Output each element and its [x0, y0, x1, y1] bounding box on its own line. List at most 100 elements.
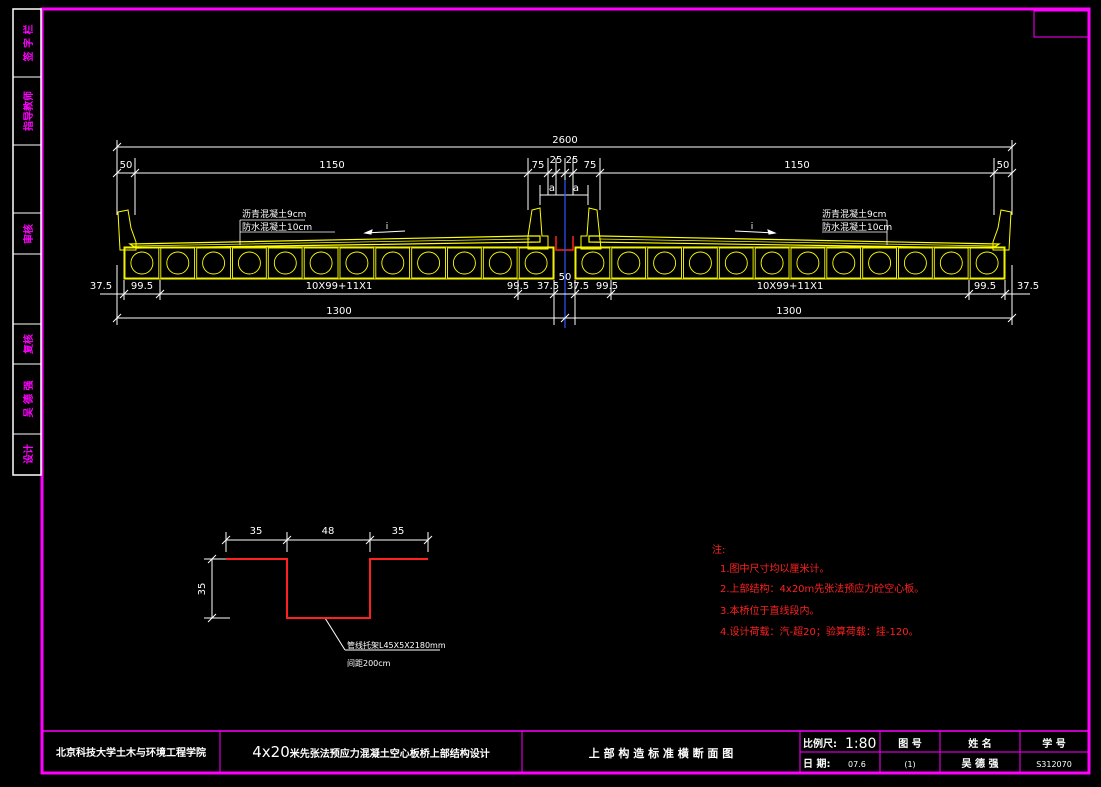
slope-left-label: i — [386, 222, 389, 232]
slab-void — [868, 251, 892, 275]
side-cell-1: 签 字 栏 — [22, 25, 35, 63]
dim-b-l4: 99.5 — [507, 281, 529, 292]
tb-project-suffix: 米先张法预应力混凝土空心板桥上部结构设计 — [290, 747, 490, 760]
dim-b-r2: 99.5 — [596, 281, 618, 292]
dim-b-r4: 99.5 — [974, 281, 996, 292]
slab-void — [452, 251, 476, 275]
right-railing — [992, 209, 1012, 251]
note-4: 4.设计荷载：汽-超20；验算荷载：挂-120。 — [720, 625, 919, 638]
top-dimension-text: 2600 50 1150 75 25 25 75 1150 50 a a — [120, 135, 1010, 194]
bridge-cross-section: i i 沥青混凝土9cm 防水混凝土10cm 沥青混凝土9cm 防水混凝土10c… — [117, 180, 1012, 328]
note-1: 1.图中尺寸均以厘米计。 — [720, 562, 830, 575]
tb-drawingno-value: (1) — [904, 760, 915, 769]
tb-studentno-label: 学 号 — [1042, 737, 1065, 750]
slab-box — [303, 247, 339, 279]
dim-a-left: a — [549, 183, 555, 194]
slab-void — [345, 251, 369, 275]
side-cell-4: 复核 — [22, 334, 35, 355]
tb-date-value: 07.6 — [848, 760, 866, 769]
outer-frame — [40, 7, 1091, 775]
top-dimensions — [112, 140, 1017, 215]
slab-box — [933, 247, 969, 279]
tb-name-label: 姓 名 — [967, 737, 991, 750]
slab-void — [796, 251, 820, 275]
notes-title: 注: — [712, 543, 725, 556]
slab-void — [760, 251, 784, 275]
slab-box — [267, 247, 303, 279]
median-kerb-left — [527, 207, 549, 250]
median-kerb-right — [580, 207, 602, 250]
tb-name-value: 吴 德 强 — [962, 757, 999, 770]
tb-school: 北京科技大学土木与环境工程学院 — [56, 746, 206, 759]
slab-void — [975, 251, 999, 275]
slope-marker-left: i — [363, 222, 406, 235]
pipe-bracket-detail: 35 48 35 35 管线托架L45X5X2180mm 间距200cm — [197, 526, 446, 668]
tb-project: 4x20米先张法预应力混凝土空心板桥上部结构设计 — [252, 743, 490, 761]
dim-b-l5: 37.5 — [537, 281, 559, 292]
side-cell-5: 吴 德 强 — [22, 381, 35, 418]
note-2: 2.上部结构：4x20m先张法预应力砼空心板。 — [720, 582, 924, 595]
slab-void — [381, 251, 405, 275]
tb-drawingno-label: 图 号 — [898, 738, 921, 750]
dim-seg-6: 75 — [584, 160, 597, 171]
slab-void — [237, 251, 261, 275]
slab-void — [903, 251, 927, 275]
slab-box — [518, 247, 554, 279]
side-signature-panel: 签 字 栏 指导教师 审核 复核 吴 德 强 设计 — [12, 8, 42, 476]
detail-callout-2: 间距200cm — [347, 659, 391, 668]
note-3: 3.本桥位于直线段内。 — [720, 604, 820, 617]
slab-box — [124, 247, 160, 279]
detail-side-dim: 35 — [197, 583, 208, 596]
slab-void — [488, 251, 512, 275]
slab-void — [130, 251, 154, 275]
hollow-slab-cells — [124, 247, 1005, 279]
slab-box — [575, 247, 611, 279]
slab-box — [482, 247, 518, 279]
dim-seg-3: 75 — [532, 160, 545, 171]
slab-box — [969, 247, 1005, 279]
dim-seg-8: 50 — [997, 160, 1010, 171]
slab-box — [232, 247, 267, 279]
side-cell-3: 审核 — [22, 224, 35, 244]
side-cell-2: 指导教师 — [22, 91, 35, 131]
corner-box — [1033, 10, 1089, 38]
dim-b-l3: 10X99+11X1 — [306, 281, 373, 292]
dim-seg-1: 50 — [120, 160, 133, 171]
pave-right-1: 沥青混凝土9cm — [822, 208, 886, 220]
detail-callout-1: 管线托架L45X5X2180mm — [347, 640, 446, 650]
dim-total-right: 1300 — [776, 306, 801, 317]
slab-void — [309, 251, 333, 275]
slab-box — [826, 247, 862, 279]
notes-block: 注: 1.图中尺寸均以厘米计。 2.上部结构：4x20m先张法预应力砼空心板。 … — [712, 543, 924, 638]
slab-box — [447, 247, 482, 279]
slab-void — [653, 251, 677, 275]
bracket-channel — [226, 558, 428, 619]
slab-box — [790, 247, 826, 279]
slope-right-label: i — [751, 222, 754, 232]
dim-total: 2600 — [552, 135, 577, 146]
bottom-dimensions — [100, 265, 1030, 325]
slab-box — [375, 247, 411, 279]
tb-drawing-title: 上 部 构 造 标 准 横 断 面 图 — [589, 746, 733, 760]
pave-left-2: 防水混凝土10cm — [242, 221, 312, 233]
dim-b-r3: 10X99+11X1 — [757, 281, 824, 292]
slab-void — [724, 251, 748, 275]
dim-seg-7: 1150 — [784, 160, 809, 171]
tb-project-prefix: 4x20 — [252, 743, 290, 761]
slab-void — [417, 251, 441, 275]
slab-box — [683, 247, 718, 279]
dim-b-r1: 37.5 — [567, 281, 589, 292]
slab-void — [832, 251, 856, 275]
slab-void — [688, 251, 712, 275]
dim-seg-5: 25 — [566, 155, 579, 166]
slab-void — [166, 251, 190, 275]
dim-b-l2: 99.5 — [131, 281, 153, 292]
dim-center-gap: 50 — [559, 272, 572, 283]
slab-box — [898, 247, 933, 279]
slope-marker-right: i — [734, 222, 777, 235]
slab-void — [273, 251, 297, 275]
slab-box — [339, 247, 375, 279]
dim-b-l1: 37.5 — [90, 281, 112, 292]
